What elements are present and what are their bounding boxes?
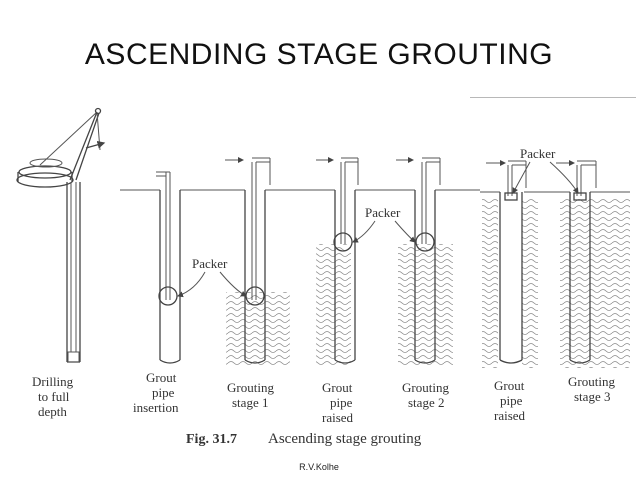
figure-caption-text: Ascending stage grouting — [268, 431, 422, 447]
footer-author: R.V.Kolhe — [299, 462, 339, 472]
stage-3-line-1: Grout — [322, 380, 353, 395]
borehole-pipe-raised-1 — [316, 157, 359, 364]
packer-callout-3: Packer — [512, 146, 579, 194]
stage-6-line-2: stage 3 — [574, 389, 610, 404]
stage-4-line-1: Grouting — [402, 380, 449, 395]
grouted-zone-stage-3 — [482, 198, 630, 368]
slide-title: ASCENDING STAGE GROUTING — [84, 38, 554, 71]
stage-3-line-3: raised — [322, 410, 354, 425]
stage-5-line-2: pipe — [500, 393, 523, 408]
stage-label-pipe-raised-2: Grout pipe raised — [494, 378, 526, 423]
stage-6-line-1: Grouting — [568, 374, 615, 389]
packer-label-1: Packer — [192, 256, 228, 271]
stage-1-line-1: Grout — [146, 370, 177, 385]
packer-callout-2: Packer — [352, 205, 416, 243]
stage-2-line-1: Grouting — [227, 380, 274, 395]
packer-label-3: Packer — [520, 146, 556, 161]
stage-label-drilling: Drilling to full depth — [32, 374, 74, 419]
title-divider — [470, 97, 636, 98]
figure-caption: Fig. 31.7 Ascending stage grouting — [186, 431, 422, 447]
ground-surface — [120, 189, 630, 193]
stage-5-line-3: raised — [494, 408, 526, 423]
stage-label-pipe-raised-1: Grout pipe raised — [322, 380, 354, 425]
stage-label-grouting-3: Grouting stage 3 — [568, 374, 615, 404]
stage-0-line-2: to full — [38, 389, 70, 404]
stage-label-grouting-2: Grouting stage 2 — [402, 380, 449, 410]
drilling-rig — [16, 107, 106, 188]
borehole-pipe-raised-2 — [486, 160, 527, 364]
stage-0-line-3: depth — [38, 404, 67, 419]
packer-callout-1: Packer — [177, 256, 247, 298]
stage-1-line-2: pipe — [152, 385, 175, 400]
grouted-zone-stage-2 — [316, 244, 453, 367]
stage-1-line-3: insertion — [133, 400, 179, 415]
borehole-drilled — [66, 182, 81, 363]
figure-number: Fig. 31.7 — [186, 432, 237, 447]
packer-label-2: Packer — [365, 205, 401, 220]
stage-5-line-1: Grout — [494, 378, 525, 393]
stage-label-grouting-1: Grouting stage 1 — [227, 380, 274, 410]
stage-2-line-2: stage 1 — [232, 395, 268, 410]
borehole-grouting-stage-1 — [225, 157, 271, 364]
stage-3-line-2: pipe — [330, 395, 353, 410]
stage-label-pipe-insertion: Grout pipe insertion — [133, 370, 179, 415]
stage-4-line-2: stage 2 — [408, 395, 444, 410]
borehole-grouting-stage-2 — [396, 157, 441, 364]
stage-0-line-1: Drilling — [32, 374, 74, 389]
grouted-zone-stage-1 — [226, 292, 290, 367]
borehole-pipe-insertion — [156, 171, 181, 364]
